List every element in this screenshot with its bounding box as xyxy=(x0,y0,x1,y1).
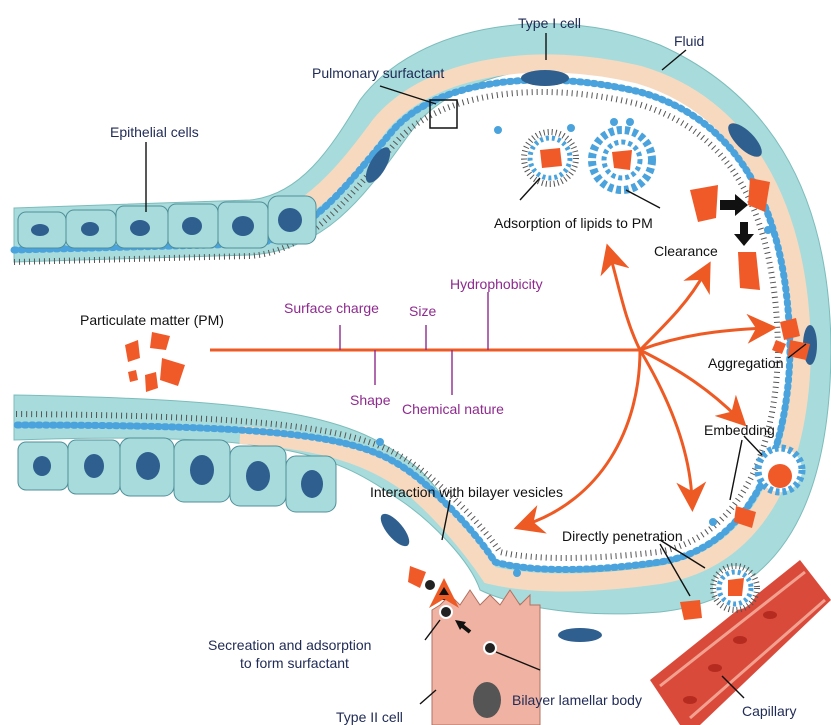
nucleus xyxy=(232,216,254,236)
capillary-label: Capillary xyxy=(742,703,796,719)
hydrophobicity-label: Hydrophobicity xyxy=(450,276,543,292)
lamellar-body xyxy=(484,642,496,654)
fluid-label: Fluid xyxy=(674,33,704,49)
particulate-matter-label: Particulate matter (PM) xyxy=(80,312,224,328)
interaction-bilayer-label: Interaction with bilayer vesicles xyxy=(370,484,563,500)
size-label: Size xyxy=(409,303,436,319)
nucleus xyxy=(301,470,323,498)
nucleus xyxy=(246,461,270,491)
bilayer-lamellar-body-label: Bilayer lamellar body xyxy=(512,692,642,708)
clearance-label: Clearance xyxy=(654,243,718,259)
type-ii-cell-label: Type II cell xyxy=(336,709,403,725)
epithelial-cells-label: Epithelial cells xyxy=(110,124,199,140)
red-blood-cell xyxy=(763,611,777,619)
chemical-nature-label: Chemical nature xyxy=(402,401,504,417)
embedding-label: Embedding xyxy=(704,422,775,438)
arrow-to-penetration xyxy=(640,350,692,500)
nucleus xyxy=(130,220,150,236)
nucleus xyxy=(81,222,99,236)
nucleus xyxy=(182,217,202,235)
arrow-to-adsorption xyxy=(610,255,640,350)
lamellar-body xyxy=(424,579,436,591)
nucleus xyxy=(190,455,214,485)
red-blood-cell xyxy=(708,664,722,672)
nucleus xyxy=(278,208,302,232)
pulmonary-surfactant-label: Pulmonary surfactant xyxy=(312,65,444,81)
lamellar-body xyxy=(440,606,452,618)
red-blood-cell xyxy=(683,696,697,704)
adsorption-label: Adsorption of lipids to PM xyxy=(494,215,653,231)
nucleus xyxy=(31,224,49,236)
red-blood-cell xyxy=(733,636,747,644)
type-ii-nucleus xyxy=(473,682,501,718)
aggregation-label: Aggregation xyxy=(708,355,784,371)
arrow-to-clearance xyxy=(640,272,705,350)
nucleus xyxy=(33,456,51,476)
particulate-matter xyxy=(125,332,185,392)
directly-penetration-label: Directly penetration xyxy=(562,528,683,544)
clearance-particles xyxy=(690,178,770,290)
nucleus xyxy=(84,454,104,478)
surface-charge-label: Surface charge xyxy=(284,300,379,316)
type-i-cell-label: Type I cell xyxy=(518,15,581,31)
secretion-label-line1: Secreation and adsorption xyxy=(208,637,371,653)
secretion-label-line2: to form surfactant xyxy=(240,655,349,671)
shape-label: Shape xyxy=(350,392,391,408)
nucleus xyxy=(136,452,160,480)
